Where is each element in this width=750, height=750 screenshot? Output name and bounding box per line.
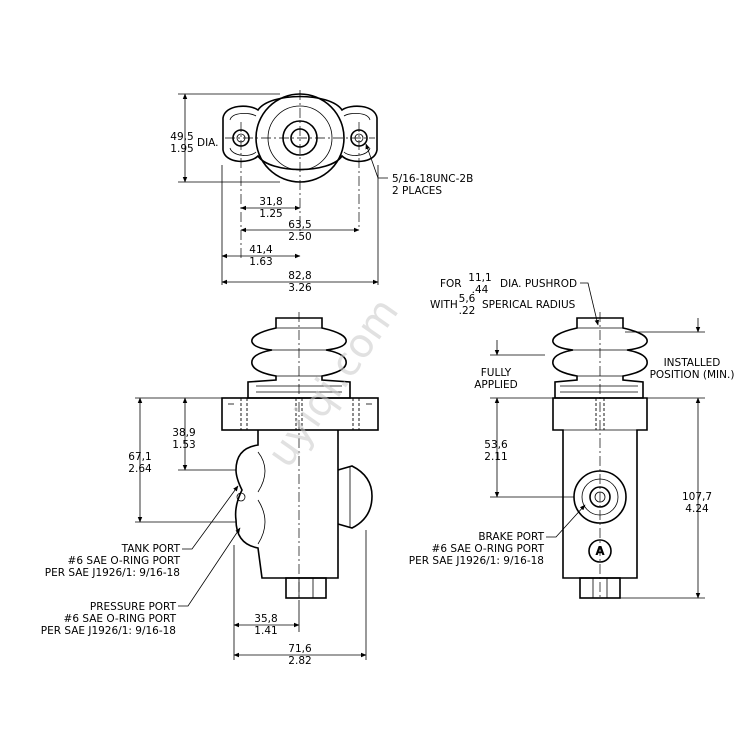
dim-31-mm: 31,8 (259, 196, 282, 208)
dim-82-mm: 82,8 (288, 270, 311, 282)
dim-107-mm: 107,7 (682, 491, 712, 503)
tank-port-label: TANK PORT (121, 543, 181, 555)
dim-67-in: 2.64 (128, 463, 152, 475)
pushrod-dia-mm: 11,1 (468, 272, 491, 284)
tank-port-spec: #6 SAE O-RING PORT (68, 555, 181, 567)
dim-82-in: 3.26 (288, 282, 312, 294)
pressure-port-label: PRESSURE PORT (90, 601, 177, 613)
pressure-port-thread: PER SAE J1926/1: 9/16-18 (41, 625, 176, 637)
brake-port-spec: #6 SAE O-RING PORT (432, 543, 545, 555)
dim-41-mm: 41,4 (249, 244, 273, 256)
dim-dia-in: 1.95 (170, 143, 193, 155)
dim-38-mm: 38,9 (172, 427, 195, 439)
thread-callout-line2: 2 PLACES (392, 185, 442, 197)
radius-mm: 5,6 (459, 293, 476, 305)
pushrod-label: DIA. PUSHROD (500, 278, 577, 290)
dim-63-in: 2.50 (288, 231, 311, 243)
dim-107-in: 4.24 (685, 503, 709, 515)
dim-35-in: 1.41 (254, 625, 277, 637)
front-view (135, 312, 379, 660)
fully-applied-2: APPLIED (474, 379, 518, 391)
dim-71-mm: 71,6 (288, 643, 312, 655)
dim-63-mm: 63,5 (288, 219, 311, 231)
dim-53-mm: 53,6 (484, 439, 508, 451)
brake-port-label: BRAKE PORT (478, 531, 544, 543)
dim-38-in: 1.53 (172, 439, 195, 451)
top-view (178, 90, 388, 285)
dim-71-in: 2.82 (288, 655, 311, 667)
dim-53-in: 2.11 (484, 451, 507, 463)
installed-1: INSTALLED (664, 357, 721, 369)
pressure-port-spec: #6 SAE O-RING PORT (64, 613, 177, 625)
dim-35-mm: 35,8 (254, 613, 277, 625)
side-view (490, 282, 705, 600)
installed-2: POSITION (MIN.) (650, 369, 735, 381)
tank-port-thread: PER SAE J1926/1: 9/16-18 (45, 567, 180, 579)
circle-a-letter: A (595, 544, 605, 558)
dim-dia-mm: 49,5 (170, 131, 193, 143)
brake-port-thread: PER SAE J1926/1: 9/16-18 (409, 555, 544, 567)
dim-67-mm: 67,1 (128, 451, 151, 463)
radius-in: .22 (459, 305, 476, 317)
pushrod-for: FOR (440, 278, 462, 290)
radius-label: SPERICAL RADIUS (482, 299, 576, 311)
dim-31-in: 1.25 (259, 208, 282, 220)
thread-callout-line1: 5/16-18UNC-2B (392, 173, 473, 185)
radius-with: WITH (430, 299, 458, 311)
dim-dia-label: DIA. (197, 137, 219, 149)
pushrod-dia-in: .44 (472, 284, 489, 296)
dim-41-in: 1.63 (249, 256, 272, 268)
fully-applied-1: FULLY (481, 367, 512, 379)
